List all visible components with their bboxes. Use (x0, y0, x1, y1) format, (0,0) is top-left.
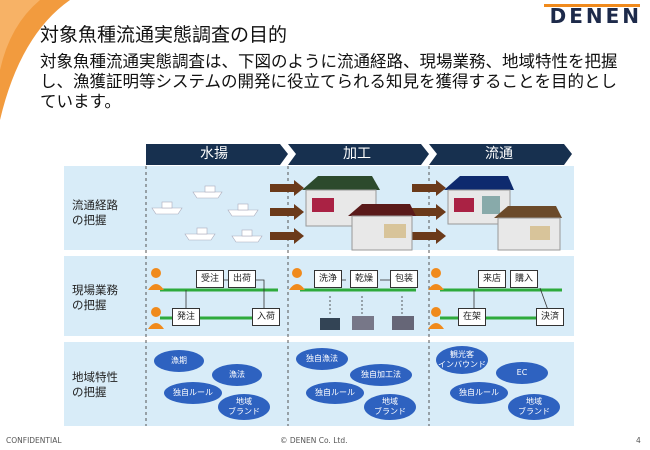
char-bubble: EC (496, 362, 548, 384)
op-node: 洗浄 (314, 270, 342, 288)
op-node: 包装 (390, 270, 418, 288)
person-icon (148, 268, 444, 329)
char-bubble: 地域ブランド (508, 394, 560, 420)
op-node: 乾燥 (350, 270, 378, 288)
char-bubble: 地域ブランド (218, 394, 270, 420)
column-header-processing: 加工 (343, 146, 371, 162)
op-node: 発注 (172, 308, 200, 326)
footer-confidential: CONFIDENTIAL (6, 436, 62, 445)
op-node: 受注 (196, 270, 224, 288)
char-bubble: 独自漁法 (296, 348, 348, 370)
column-header-landing: 水揚 (200, 146, 228, 162)
shop-icon (494, 206, 562, 251)
row-label-route: 流通経路の把握 (72, 198, 118, 227)
op-node: 在架 (458, 308, 486, 326)
factory-icon (348, 204, 416, 251)
row-label-characteristics: 地域特性の把握 (72, 370, 118, 399)
op-node: 来店 (478, 270, 506, 288)
char-bubble: 独自ルール (306, 382, 364, 404)
char-bubble: 観光客インバウンド (436, 346, 488, 374)
row-label-operations: 現場業務の把握 (72, 283, 118, 312)
factory-icon (302, 176, 380, 227)
char-bubble: 独自加工法 (350, 364, 412, 386)
op-node: 決済 (536, 308, 564, 326)
arrow-icon-group (270, 180, 446, 244)
op-node: 出荷 (228, 270, 256, 288)
logo-accent-bar (544, 4, 640, 7)
lead-paragraph: 対象魚種流通実態調査は、下図のように流通経路、現場業務、地域特性を把握し、漁獲証… (40, 52, 618, 111)
boat-icon-group (151, 185, 263, 243)
footer-copyright: © DENEN Co. Ltd. (280, 436, 348, 445)
op-node: 入荷 (252, 308, 280, 326)
char-bubble: 独自ルール (164, 382, 222, 404)
company-logo: DENEN (549, 4, 642, 28)
op-node: 購入 (510, 270, 538, 288)
char-bubble: 漁法 (212, 364, 262, 386)
char-bubble: 地域ブランド (364, 394, 416, 420)
corner-decoration (0, 0, 70, 120)
char-bubble: 独自ルール (450, 382, 508, 404)
page-title: 対象魚種流通実態調査の目的 (40, 24, 288, 46)
page-number: 4 (636, 436, 641, 445)
char-bubble: 漁期 (154, 350, 204, 372)
column-header-distribution: 流通 (485, 146, 513, 162)
